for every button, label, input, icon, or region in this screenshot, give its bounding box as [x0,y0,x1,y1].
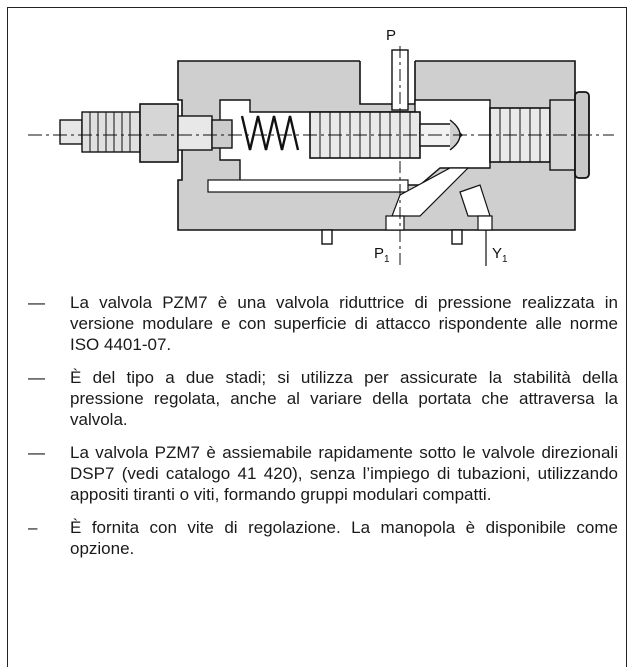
label-y1: Y1 [492,245,508,265]
list-item-text: La valvola PZM7 è assiemabile rapidament… [70,443,618,504]
list-item: — La valvola PZM7 è assiemabile rapidamen… [28,442,618,505]
bottom-plugs [321,229,463,245]
list-item: — La valvola PZM7 è una valvola riduttric… [28,292,618,355]
bullet-dash: — [28,443,45,462]
spool [309,91,590,179]
list-item-text: La valvola PZM7 è una valvola riduttrice… [70,293,618,354]
bullet-dash: – [28,518,38,537]
bullet-dash: — [28,293,45,312]
valve-section-diagram: P P1 Y1 [28,27,614,266]
spring [240,115,300,151]
content-frame [7,7,627,667]
description-list: — La valvola PZM7 è una valvola riduttric… [28,292,618,571]
list-item-text: È fornita con vite di regolazione. La ma… [70,518,618,558]
adjusting-screw [59,103,233,163]
label-p1: P1 [374,245,390,265]
bullet-dash: — [28,368,45,387]
label-p: P [386,27,396,44]
list-item: — È del tipo a due stadi; si utilizza per… [28,367,618,430]
list-item-text: È del tipo a due stadi; si utilizza per … [70,368,618,429]
list-item: – È fornita con vite di regolazione. La m… [28,517,618,559]
